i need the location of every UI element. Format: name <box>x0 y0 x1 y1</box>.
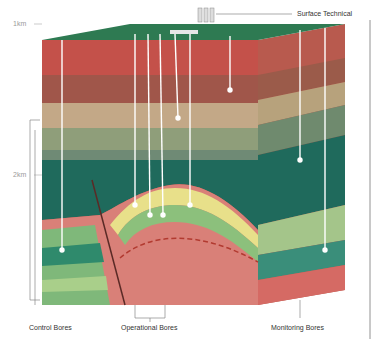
depth-mark: 1km <box>12 20 27 27</box>
callout-label: Monitoring Bores <box>270 324 325 331</box>
callout-label: Surface Technical <box>296 10 353 17</box>
callout-label: Operational Bores <box>120 324 178 331</box>
bores <box>60 28 327 252</box>
leader-line <box>216 14 292 15</box>
callout-label: Control Bores <box>28 324 73 331</box>
fault-line <box>92 180 125 305</box>
label-brackets <box>30 120 300 322</box>
depth-mark: 2km <box>12 171 27 178</box>
right-face <box>258 24 345 305</box>
